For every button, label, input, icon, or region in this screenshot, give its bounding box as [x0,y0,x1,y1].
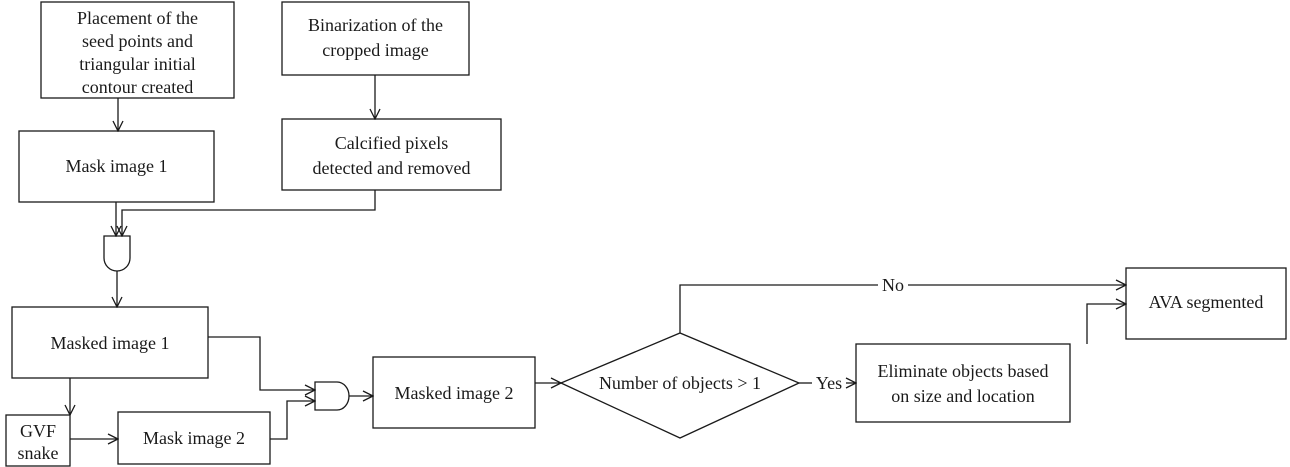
decision-diamond: Number of objects > 1 [559,332,801,439]
mask-image-2-box: Mask image 2 [117,411,271,465]
arrow-eliminate-to-ava [1086,304,1126,344]
mask-image-1-box: Mask image 1 [18,130,215,203]
ava-segmented-label: AVA segmented [1149,292,1264,312]
eliminate-line-2: on size and location [891,386,1034,406]
arrow-calcified-to-gate1 [122,190,376,236]
seed-points-line-1: Placement of the [77,8,198,28]
decision-label: Number of objects > 1 [599,373,761,393]
gvf-snake-line-2: snake [18,443,59,463]
eliminate-box: Eliminate objects based on size and loca… [855,343,1071,423]
no-line-left [679,284,878,333]
mask-image-1-label: Mask image 1 [66,156,168,176]
arrow-masked1-to-gate2 [208,336,315,390]
calcified-line-2: detected and removed [313,158,471,178]
seed-points-line-4: contour created [82,77,193,97]
ava-segmented-box: AVA segmented [1125,267,1287,340]
seed-points-line-2: seed points and [82,31,193,51]
eliminate-line-1: Eliminate objects based [878,361,1049,381]
gvf-snake-line-1: GVF [20,421,56,441]
mask-image-2-label: Mask image 2 [143,428,245,448]
calcified-box: Calcified pixels detected and removed [281,118,502,191]
and-gate-2 [314,381,350,411]
and-gate-1 [103,235,131,272]
calcified-line-1: Calcified pixels [335,133,448,153]
binarization-box: Binarization of the cropped image [281,1,470,76]
binarization-line-1: Binarization of the [308,15,443,35]
yes-label: Yes [816,373,842,393]
seed-points-line-3: triangular initial [79,54,195,74]
masked-image-1-box: Masked image 1 [11,306,209,379]
masked-image-1-label: Masked image 1 [51,333,170,353]
binarization-line-2: cropped image [322,40,428,60]
gvf-snake-box: GVF snake [5,414,71,467]
no-label: No [882,275,904,295]
masked-image-2-label: Masked image 2 [395,383,514,403]
arrow-mask2-to-gate2 [270,401,315,440]
masked-image-2-box: Masked image 2 [372,356,536,429]
seed-points-box: Placement of the seed points and triangu… [40,1,235,99]
